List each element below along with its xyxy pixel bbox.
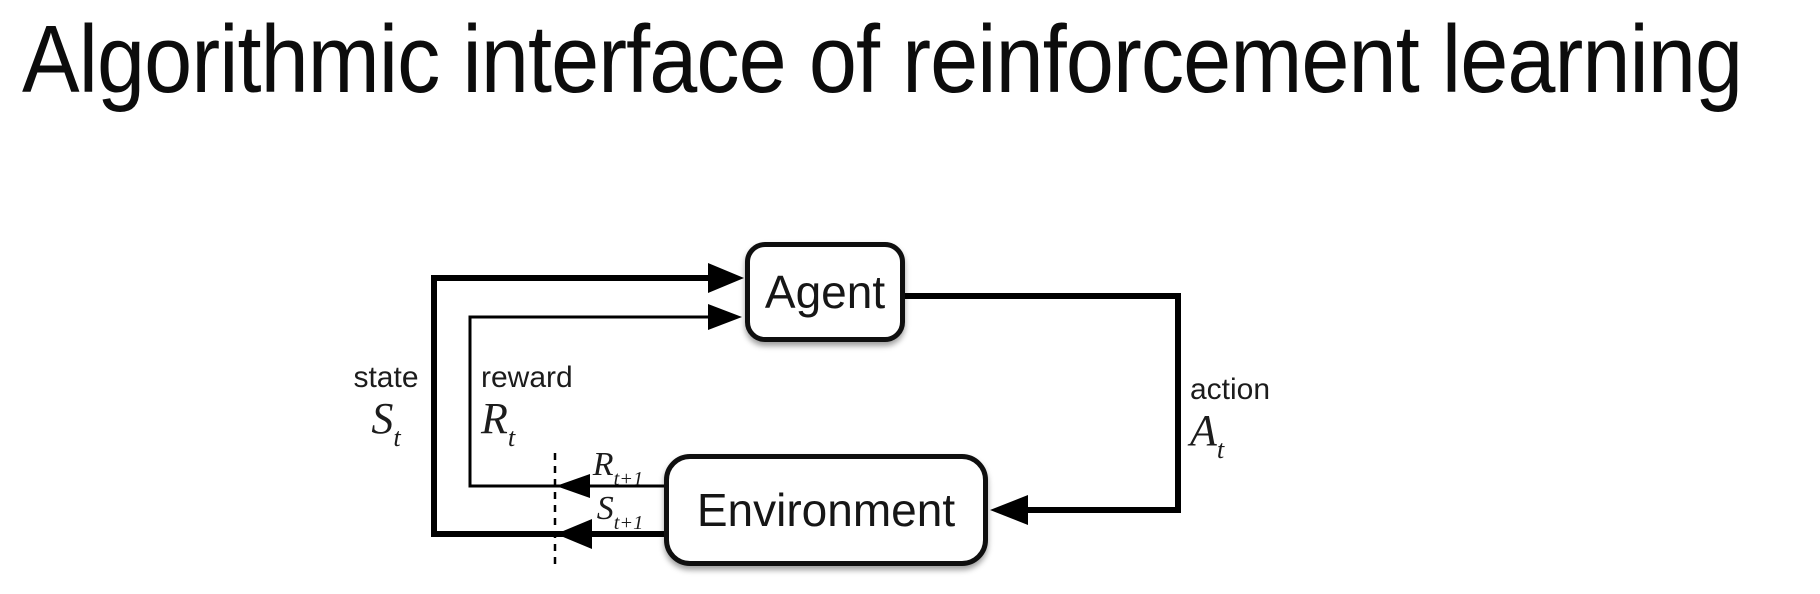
action-word: action [1190,373,1271,406]
next-reward-arrowhead-at-time-boundary-icon [556,474,590,498]
next-state-label: St+1 [558,490,682,535]
action-loop-line [900,293,1181,513]
slide-title: Algorithmic interface of reinforcement l… [22,6,1743,113]
environment-box: Environment [664,454,988,566]
state-symbol: St [371,394,401,452]
agent-box: Agent [745,242,905,342]
state-signal-label: state St [316,360,456,452]
action-arrowhead-into-environment-icon [990,495,1028,525]
next-reward-label: Rt+1 [556,446,680,491]
environment-label: Environment [696,484,956,536]
next-reward-symbol: Rt+1 [592,446,644,491]
action-signal-label: action At [1190,372,1271,464]
reward-word: reward [481,361,573,394]
state-arrowhead-into-agent-icon [708,263,744,293]
next-state-arrowhead-at-time-boundary-icon [556,519,592,549]
state-loop-line [431,275,710,537]
state-word: state [353,361,419,394]
reward-arrowhead-into-agent-icon [708,304,742,330]
next-state-symbol: St+1 [596,490,644,535]
action-symbol: At [1190,406,1225,464]
reward-signal-label: reward Rt [481,360,573,452]
agent-label: Agent [764,266,886,318]
reward-symbol: Rt [481,394,516,452]
